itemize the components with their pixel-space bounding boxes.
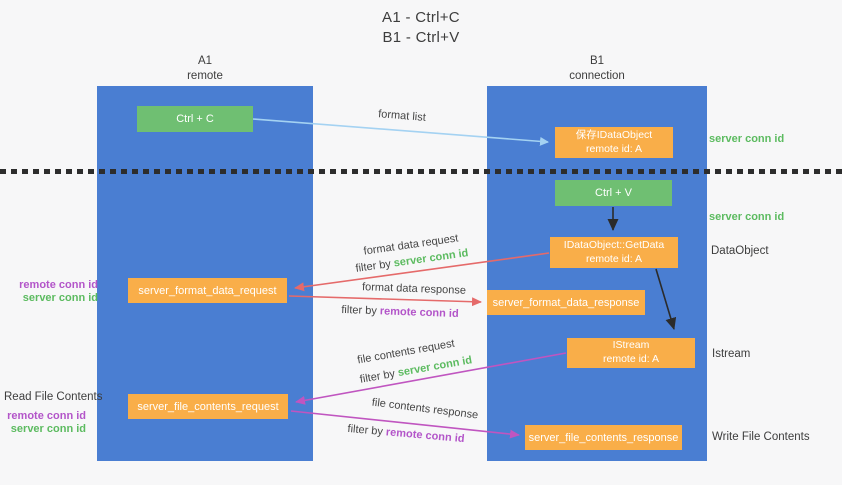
getdata-line1: IDataObject::GetData	[563, 238, 665, 251]
idataobject-getdata-box: IDataObject::GetData remote id: A	[550, 237, 678, 268]
file-contents-response-label: file contents response	[371, 396, 479, 422]
filter-prefix: filter by	[347, 422, 387, 439]
istream-annotation: Istream	[712, 348, 751, 360]
session-divider	[0, 169, 842, 174]
format-data-response-label: format data response	[361, 281, 467, 297]
dataobject-annotation: DataObject	[711, 245, 769, 257]
lane-a1-id: A1	[197, 55, 213, 67]
server-format-data-response-box: server_format_data_response	[487, 290, 645, 315]
server-conn-id-annotation-1: server conn id	[22, 292, 98, 304]
filter-prefix: filter by	[358, 367, 399, 386]
ctrl-c-label: Ctrl + C	[176, 113, 214, 125]
lane-b1-subtitle: connection	[569, 69, 625, 82]
istream-line1: IStream	[612, 339, 650, 352]
remote-conn-id-annotation-1: remote conn id	[19, 279, 98, 291]
server-conn-id-annotation-mid: server conn id	[709, 211, 785, 223]
server-format-data-response-label: server_format_data_response	[492, 296, 640, 309]
getdata-line2: remote id: A	[585, 252, 643, 265]
ctrl-c-box: Ctrl + C	[137, 106, 253, 132]
format-list-label: format list	[377, 108, 427, 124]
istream-line2: remote id: A	[602, 353, 660, 365]
remote-conn-id-keyword: remote conn id	[385, 426, 465, 446]
lane-a1-subtitle: remote	[187, 69, 223, 82]
server-format-data-request-label: server_format_data_request	[138, 284, 277, 297]
write-file-contents-annotation: Write File Contents	[712, 431, 810, 443]
istream-box: IStream remote id: A	[567, 338, 695, 368]
filter-prefix: filter by	[341, 303, 381, 318]
server-file-contents-response-box: server_file_contents_response	[525, 425, 682, 450]
title-line-1: A1 - Ctrl+C	[382, 9, 460, 26]
filter-prefix: filter by	[354, 257, 395, 275]
ctrl-v-box: Ctrl + V	[555, 180, 672, 206]
server-conn-id-annotation-top: server conn id	[709, 133, 785, 145]
filter-by-remote-conn-label-1: filter by remote conn id	[341, 304, 459, 320]
save-idataobject-box: 保存IDataObject remote id: A	[555, 127, 673, 158]
diagram-title: A1 - Ctrl+C B1 - Ctrl+V	[0, 8, 842, 49]
format-data-response-arrow	[288, 295, 482, 307]
save-idataobject-line2: remote id: A	[585, 142, 643, 155]
filter-by-remote-conn-label-2: filter by remote conn id	[347, 423, 465, 445]
read-file-contents-annotation: Read File Contents	[4, 391, 103, 403]
remote-conn-id-annotation-2: remote conn id	[7, 410, 86, 422]
lane-b1-id: B1	[589, 55, 605, 67]
server-conn-id-keyword: server conn id	[396, 354, 474, 380]
server-conn-id-annotation-2: server conn id	[10, 423, 86, 435]
remote-conn-id-keyword: remote conn id	[379, 305, 459, 321]
server-file-contents-request-box: server_file_contents_request	[128, 394, 288, 419]
title-line-2: B1 - Ctrl+V	[382, 29, 460, 47]
lane-b1-header: B1 connection	[487, 54, 707, 84]
ctrl-v-label: Ctrl + V	[595, 187, 632, 199]
lane-a1-header: A1 remote	[97, 54, 313, 84]
server-format-data-request-box: server_format_data_request	[128, 278, 287, 303]
save-idataobject-line1: 保存IDataObject	[575, 128, 653, 141]
server-file-contents-response-label: server_file_contents_response	[528, 431, 679, 444]
server-file-contents-request-label: server_file_contents_request	[137, 400, 279, 413]
